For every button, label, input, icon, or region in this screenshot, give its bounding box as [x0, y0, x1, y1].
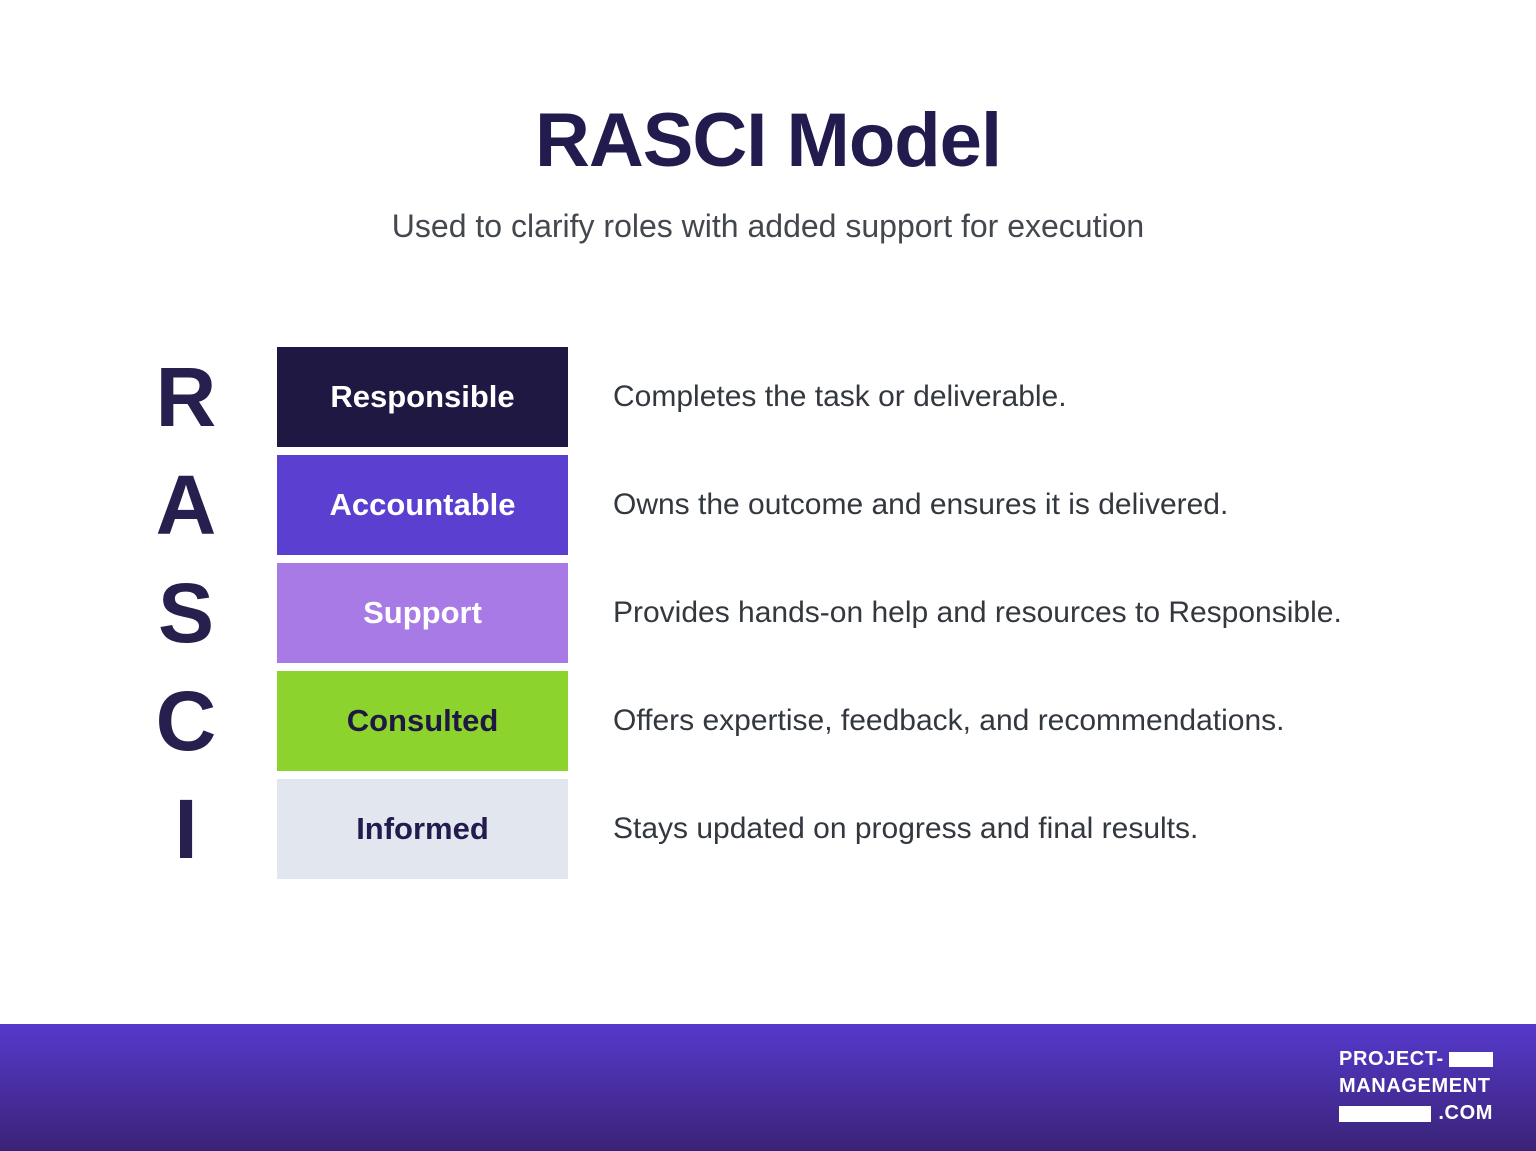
description-responsible: Completes the task or deliverable. [613, 380, 1067, 413]
logo-text-project: PROJECT- [1339, 1048, 1444, 1070]
acronym-letter-a: A [155, 458, 217, 552]
acronym-letter-c: C [155, 674, 217, 768]
role-box-informed: Informed [277, 779, 568, 879]
role-box-consulted: Consulted [277, 671, 568, 771]
logo-text-com: .COM [1438, 1102, 1493, 1124]
acronym-letter-i: I [174, 782, 198, 876]
role-box-support: Support [277, 563, 568, 663]
role-box-column: Responsible Accountable Support Consulte… [277, 347, 568, 887]
acronym-letter-r: R [155, 350, 217, 444]
acronym-column: R A S C I [146, 347, 226, 887]
description-consulted: Offers expertise, feedback, and recommen… [613, 704, 1285, 737]
logo-block-icon [1449, 1052, 1493, 1067]
acronym-letter-s: S [157, 566, 215, 660]
description-accountable: Owns the outcome and ensures it is deliv… [613, 488, 1229, 521]
project-management-logo: PROJECT- MANAGEMENT .COM [1339, 1046, 1493, 1127]
logo-text-management: MANAGEMENT [1339, 1075, 1491, 1097]
page-title: RASCI Model [534, 98, 1002, 183]
description-informed: Stays updated on progress and final resu… [613, 812, 1199, 845]
description-support: Provides hands-on help and resources to … [613, 596, 1342, 629]
logo-line-2: MANAGEMENT [1339, 1073, 1493, 1100]
logo-line-3: .COM [1339, 1100, 1493, 1127]
role-box-responsible: Responsible [277, 347, 568, 447]
footer-bar: PROJECT- MANAGEMENT .COM [0, 1024, 1536, 1151]
page-subtitle: Used to clarify roles with added support… [391, 208, 1145, 244]
logo-block-icon [1339, 1105, 1431, 1122]
role-box-accountable: Accountable [277, 455, 568, 555]
description-column: Completes the task or deliverable. Owns … [613, 347, 1342, 887]
logo-line-1: PROJECT- [1339, 1046, 1493, 1073]
